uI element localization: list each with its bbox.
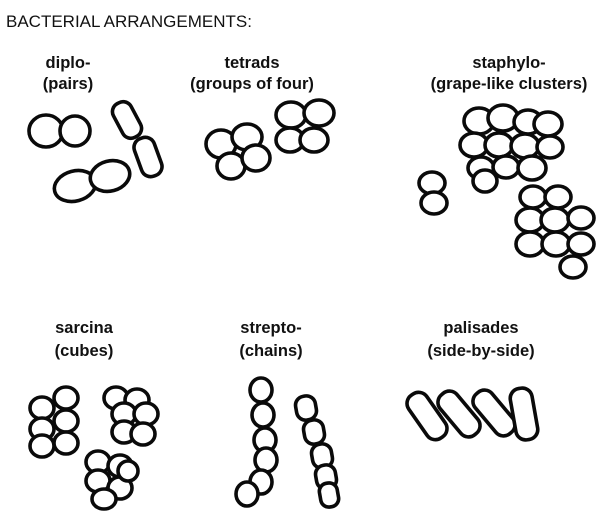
- tetrads-cell: [298, 126, 330, 154]
- strepto-cell: [317, 481, 341, 509]
- palisades-cell: [508, 386, 540, 442]
- diplo-cell: [27, 113, 65, 149]
- label-staphylo-name: staphylo-: [472, 54, 545, 72]
- staphylo-cell: [566, 231, 596, 257]
- staphylo-cell: [558, 254, 588, 280]
- diplo-cell: [58, 114, 92, 148]
- strepto-cell: [293, 394, 319, 422]
- staphylo-cell: [539, 206, 571, 234]
- label-diplo-description: (pairs): [43, 75, 93, 93]
- staphylo-cells: [417, 103, 596, 280]
- sarcina-cell: [90, 487, 118, 511]
- label-strepto-description: (chains): [239, 342, 302, 360]
- diplo-cells: [27, 99, 164, 204]
- label-tetrads-description: (groups of four): [190, 75, 314, 93]
- staphylo-cell: [543, 184, 573, 210]
- strepto-cell: [250, 401, 276, 429]
- staphylo-cell: [516, 154, 548, 182]
- label-tetrads-name: tetrads: [224, 54, 279, 72]
- diplo-cell: [132, 135, 164, 179]
- label-sarcina-name: sarcina: [55, 319, 114, 337]
- sarcina-cell: [28, 395, 56, 421]
- label-sarcina-description: (cubes): [55, 342, 114, 360]
- strepto-cell: [253, 446, 279, 474]
- staphylo-cell: [483, 131, 515, 159]
- sarcina-cell: [28, 433, 56, 459]
- tetrads-cell: [274, 100, 308, 130]
- label-diplo-name: diplo-: [46, 54, 91, 72]
- diplo-cell: [88, 158, 132, 194]
- sarcina-cell: [52, 430, 80, 456]
- palisades-cell: [471, 388, 517, 438]
- label-strepto-name: strepto-: [240, 319, 301, 337]
- strepto-cells: [234, 376, 341, 509]
- staphylo-cell: [514, 230, 546, 258]
- sarcina-cell: [52, 385, 80, 411]
- strepto-cell: [301, 418, 327, 446]
- staphylo-cell: [535, 134, 565, 160]
- strepto-cell: [234, 480, 260, 508]
- label-palisades-name: palisades: [443, 319, 518, 337]
- diagram-title: BACTERIAL ARRANGEMENTS:: [6, 12, 252, 31]
- label-palisades-description: (side-by-side): [427, 342, 534, 360]
- label-staphylo-description: (grape-like clusters): [431, 75, 588, 93]
- palisades-cells: [405, 386, 540, 442]
- staphylo-cell: [566, 205, 596, 231]
- staphylo-cell: [471, 168, 499, 194]
- palisades-cell: [405, 390, 449, 442]
- sarcina-cell: [116, 459, 140, 483]
- tetrads-cell: [240, 143, 272, 173]
- staphylo-cell: [518, 184, 548, 210]
- sarcina-cells: [28, 385, 160, 511]
- sarcina-cell: [129, 421, 157, 447]
- palisades-cell: [436, 389, 482, 439]
- tetrads-cells: [204, 98, 336, 181]
- strepto-cell: [248, 376, 274, 404]
- sarcina-cell: [52, 408, 80, 434]
- tetrads-cell: [302, 98, 336, 128]
- staphylo-cell: [540, 230, 572, 258]
- diplo-cell: [110, 99, 144, 141]
- staphylo-cell: [532, 110, 564, 138]
- staphylo-cell: [419, 190, 449, 216]
